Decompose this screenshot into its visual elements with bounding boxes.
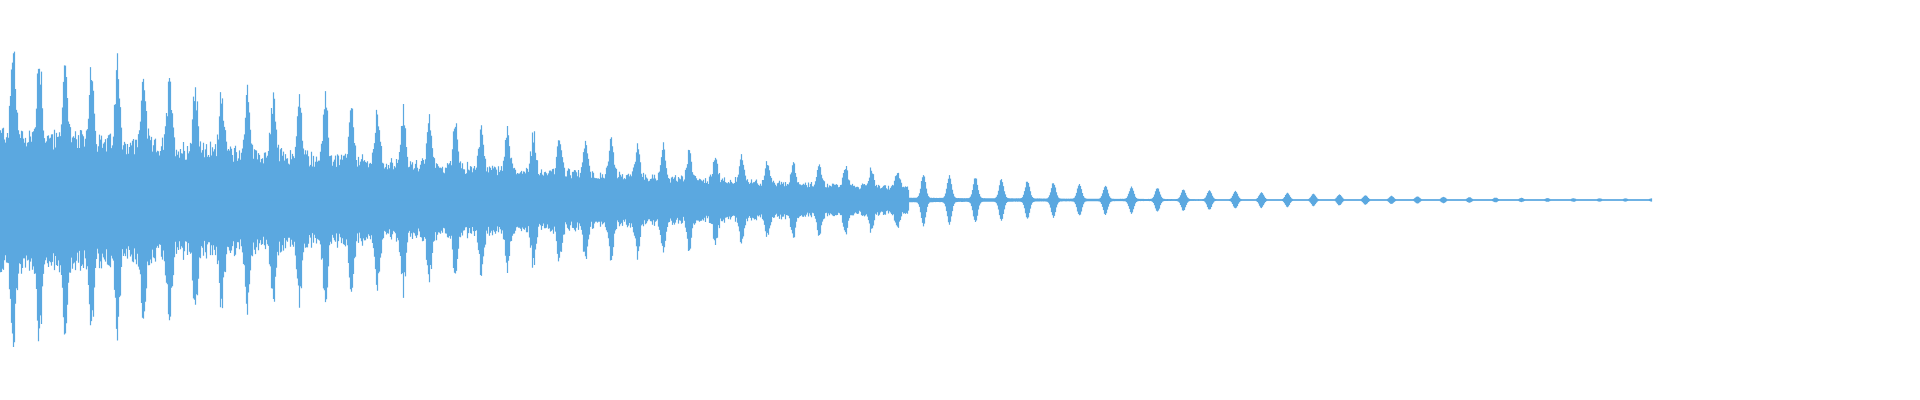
waveform-bars: [0, 51, 1653, 347]
